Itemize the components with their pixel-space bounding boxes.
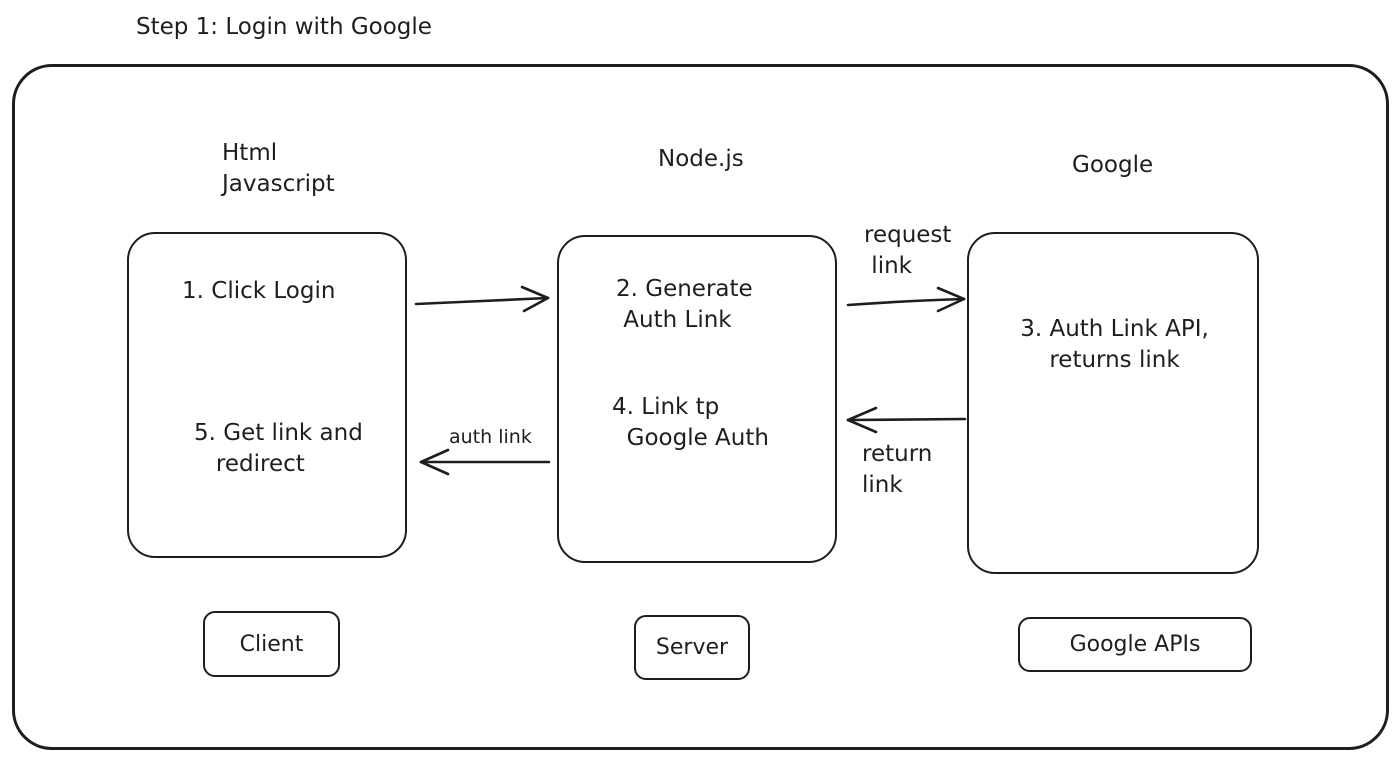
server-step-2-text: 2. Generate Auth Link	[616, 276, 753, 333]
google-apis-tag: Google APIs	[1018, 617, 1252, 672]
server-box	[557, 235, 837, 563]
client-tag: Client	[203, 611, 340, 677]
google-box	[967, 232, 1259, 574]
google-column-header: Google	[1072, 152, 1154, 178]
google-step-3-text: 3. Auth Link API, returns link	[1020, 316, 1209, 373]
diagram-frame	[12, 64, 1389, 750]
return-link-label: return link	[862, 441, 933, 498]
auth-link-label: auth link	[449, 426, 532, 448]
client-step-1-text: 1. Click Login	[182, 278, 336, 304]
diagram-title: Step 1: Login with Google	[136, 14, 432, 40]
client-step-5-text: 5. Get link and redirect	[194, 420, 363, 477]
client-column-header: Html Javascript	[222, 140, 335, 197]
client-box	[127, 232, 407, 558]
server-step-4-text: 4. Link tp Google Auth	[612, 394, 769, 451]
request-link-label: request link	[864, 222, 952, 279]
server-tag: Server	[634, 615, 750, 680]
server-column-header: Node.js	[658, 146, 744, 172]
